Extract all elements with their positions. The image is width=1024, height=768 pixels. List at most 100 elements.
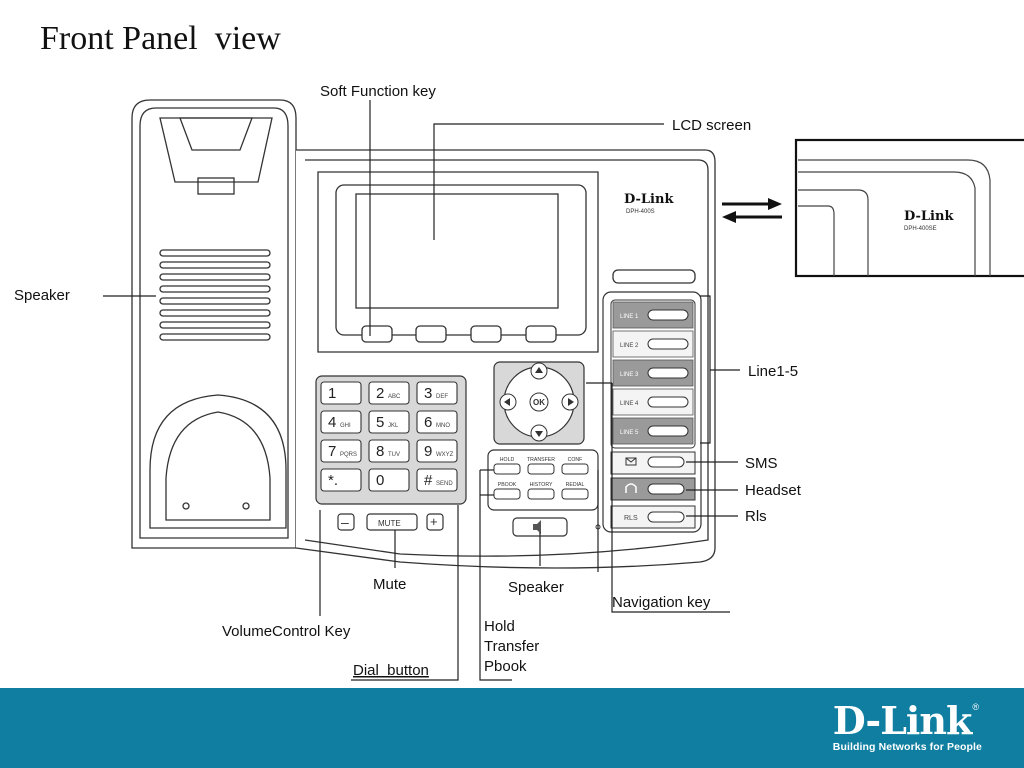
keypad-key-main: 9	[424, 443, 432, 460]
lcd-bezel	[335, 184, 587, 336]
callout-lcd-screen: LCD screen	[672, 117, 751, 134]
line-key-label: LINE 2	[620, 343, 639, 349]
keypad-key[interactable]: #SEND	[416, 468, 458, 492]
speaker-icon	[533, 520, 541, 534]
line-keys-panel: LINE 1 LINE 2 LINE 3 LINE 4 LINE 5 RLS	[602, 291, 702, 533]
keypad-key[interactable]: 0	[368, 468, 410, 492]
keypad-key-main: 4	[328, 414, 336, 431]
function-key[interactable]: REDIAL	[561, 482, 589, 500]
line-key-1[interactable]: LINE 1	[612, 301, 694, 329]
keypad-key-main: 5	[376, 414, 384, 431]
callout-pbook: Pbook	[484, 658, 527, 675]
page-title: Front Panel view	[40, 20, 281, 57]
callout-volume-control-key: VolumeControl Key	[222, 623, 351, 640]
soft-key-2[interactable]	[415, 325, 447, 343]
callout-speaker-bottom: Speaker	[508, 579, 564, 596]
line-key-4[interactable]: LINE 4	[612, 388, 694, 416]
keypad-key-main: 1	[328, 385, 336, 402]
line-key-3[interactable]: LINE 3	[612, 359, 694, 387]
callout-speaker-left: Speaker	[14, 287, 70, 304]
sms-key[interactable]	[610, 451, 696, 475]
keypad-key-main: 6	[424, 414, 432, 431]
inset-model: DPH-400SE	[904, 226, 937, 232]
function-key[interactable]: HOLD	[493, 457, 521, 475]
line-key-2[interactable]: LINE 2	[612, 330, 694, 358]
function-key[interactable]: HISTORY	[527, 482, 555, 500]
keypad-key-sub: MNO	[436, 423, 450, 429]
callout-soft-function-key: Soft Function key	[320, 83, 436, 100]
mute-button[interactable]	[366, 513, 418, 531]
function-key[interactable]: PBOOK	[493, 482, 521, 500]
keypad-key-sub: DEF	[436, 394, 448, 400]
callout-navigation-key: Navigation key	[612, 594, 711, 611]
logo-name: D-Link	[832, 698, 973, 743]
keypad-key-main: 2	[376, 385, 384, 402]
logo-registered-mark: ®	[972, 702, 979, 712]
dlink-logo: D-Link® Building Networks for People	[833, 702, 982, 754]
keypad-key-sub: TUV	[388, 452, 400, 458]
rls-key[interactable]: RLS	[610, 505, 696, 529]
phone-model: DPH-400S	[626, 209, 655, 215]
soft-key-1[interactable]	[361, 325, 393, 343]
callout-mute: Mute	[373, 576, 406, 593]
keypad-key-sub: JKL	[388, 423, 399, 429]
lcd-screen	[355, 193, 559, 309]
keypad-key-main: 7	[328, 443, 336, 460]
soft-function-keys	[361, 325, 557, 343]
function-key-label: REDIAL	[566, 482, 585, 488]
function-key-label: CONF	[568, 457, 583, 463]
volume-down-button[interactable]	[337, 513, 355, 531]
inset-brand: D-Link	[904, 209, 954, 224]
callout-sms: SMS	[745, 455, 778, 472]
function-key[interactable]: CONF	[561, 457, 589, 475]
line-key-label: LINE 3	[620, 372, 639, 378]
function-key-label: HOLD	[500, 457, 515, 463]
volume-mute-row: – MUTE +	[337, 513, 444, 531]
plus-icon: +	[430, 514, 438, 529]
function-key-label: HISTORY	[530, 482, 553, 488]
soft-key-4[interactable]	[525, 325, 557, 343]
keypad-key-main: 0	[376, 472, 384, 489]
nav-ok-label: OK	[533, 398, 545, 407]
line-key-5[interactable]: LINE 5	[612, 417, 694, 445]
soft-key-3[interactable]	[470, 325, 502, 343]
callout-rls: Rls	[745, 508, 767, 525]
sms-icon	[625, 457, 637, 466]
keypad-key[interactable]: *.	[320, 468, 362, 492]
volume-up-button[interactable]	[426, 513, 444, 531]
function-key[interactable]: TRANSFER	[527, 457, 555, 475]
callout-hold: Hold	[484, 618, 515, 635]
function-keys: HOLD TRANSFER CONF PBOOK HISTORY REDIAL	[487, 449, 599, 511]
phone-brand: D-Link	[624, 192, 674, 207]
footer-band: D-Link® Building Networks for People	[0, 688, 1024, 768]
headset-key[interactable]	[610, 477, 696, 501]
handset	[131, 99, 297, 549]
keypad-key-main: *.	[328, 472, 338, 489]
keypad-key[interactable]: 1	[320, 381, 362, 405]
keypad-key-sub: SEND	[436, 481, 453, 487]
function-key-label: PBOOK	[498, 482, 517, 488]
line-key-label: LINE 5	[620, 430, 639, 436]
line-key-label: LINE 4	[620, 401, 639, 407]
rls-key-label: RLS	[624, 515, 638, 522]
keypad-key-main: 8	[376, 443, 384, 460]
headset-icon	[625, 483, 637, 493]
inset-detail: D-Link DPH-400SE	[722, 138, 1024, 278]
minus-icon: –	[341, 514, 349, 530]
arrow-right-icon	[768, 198, 782, 210]
mute-button-label: MUTE	[378, 519, 401, 528]
callout-leaders	[103, 100, 740, 681]
nav-ok-button[interactable]	[529, 392, 549, 412]
arrow-left-icon	[722, 211, 736, 223]
function-key-label: TRANSFER	[527, 457, 555, 463]
